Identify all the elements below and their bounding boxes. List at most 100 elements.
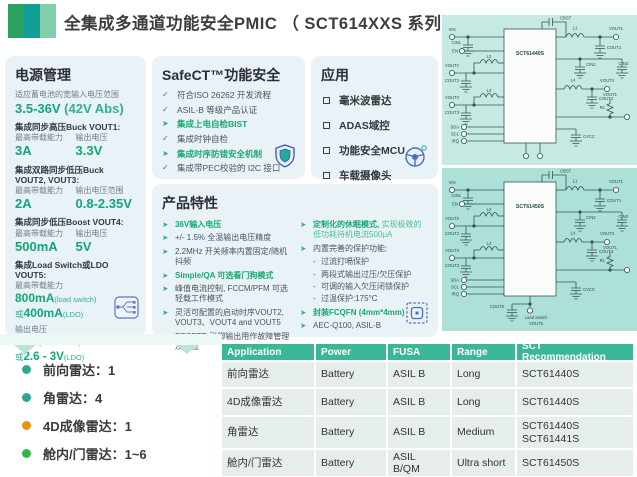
check-icon: ✓ [162,104,169,114]
list-item: -过流打嗝保护 [313,257,369,267]
list-item: 车载摄像头 [323,168,428,183]
net-label: VIN [449,27,456,32]
spec-label: 最高带载能力 [15,281,63,291]
net-label: CIN2 [586,62,596,67]
schematic-diagram-sct61450s: SCT61450S VIN CIN1 EN VOUT2 COUT2 L2 VOU… [445,169,630,326]
circuit-icon [114,296,139,324]
table-cell: 舱内/门雷达 [222,450,314,476]
spec-label: 输出电压 [75,133,108,143]
table-cell: Long [452,362,515,387]
arrow-icon: ➤ [162,307,169,317]
square-bullet-icon [323,97,330,104]
net-label: L4 [571,231,576,236]
arrow-icon: ➤ [300,243,307,253]
net-label: CIN1 [451,40,461,45]
panel-title: SafeCT™功能安全 [162,67,281,83]
net-label: VOUT1 [609,179,624,184]
spec-label: 输出电压 [15,325,47,335]
net-label: CBST [560,16,572,21]
net-label: COUT4 [599,96,614,101]
square-bullet-icon [323,147,330,154]
list-item: ADAS域控 [323,118,428,133]
net-label: COUT5 [490,304,505,309]
arrow-icon: ➤ [162,283,169,293]
net-label: L2 [487,54,492,59]
spec-value: 3.3V [75,143,103,159]
square-bullet-icon [323,122,330,129]
net-label: CVCC [583,287,595,292]
schematic-block-1: SCT61440S VIN CIN1 EN VOUT2 COUT2 L2 VOU… [442,15,637,165]
net-label: VOUT3 [445,95,460,100]
table-cell: Battery [316,450,386,476]
list-item: ➤2.2MHz 开关频率内置固定/随机抖频 [162,246,288,267]
input-range-label: 适应蓄电池的宽输入电压范围 [15,90,119,99]
net-label: L3 [487,88,492,93]
list-item: ✓ASIL-B 等级产品认证 [162,104,258,115]
table-cell: Battery [316,417,386,448]
net-label: SDA [450,125,459,130]
net-label: EN [452,202,458,207]
list-item: ✓集成带PEC校验的 I2C 接口 [162,163,281,174]
net-label: VOUT1 [609,26,624,31]
list-item: ➤灵活可配置的启动时序VOUT2, VOUT3、VOUT4 and VOUT5 [162,307,284,328]
value: 3.5-36V [15,101,61,116]
list-item: ➤峰值电流控制, FCCM/PFM 可选轻载工作模式 [162,283,288,304]
table-cell: Battery [316,389,386,415]
table-header-cell: Range [452,344,515,360]
spec-value: 3A [15,143,32,159]
table-header-cell: Power [316,344,386,360]
list-item: ➤定制化的休眠模式, 实现极致的低功耗待机电流500μA [300,220,422,240]
bullet-dot-icon [22,420,31,430]
net-label: VIN [449,180,456,185]
arrow-icon: ➤ [300,307,307,317]
net-label: COUT1 [607,45,622,50]
bullet-dot-icon [22,364,31,374]
check-icon: ✓ [162,163,169,173]
list-item: 4D成像雷达：1 [22,418,147,434]
list-item: ✓集成时钟自检 [162,133,229,144]
net-label: COUT3 [445,110,460,115]
table-cell: ASIL B [388,362,450,387]
bullet-dot-icon [22,392,31,402]
list-item: -过温保护:175°C [313,294,378,304]
check-icon: ✓ [162,90,169,99]
value: 400mA [23,306,63,321]
vout5-spec: 集成Load Switch或LDO VOUT5: 最高带载能力 800mA(lo… [15,260,136,364]
net-label: IRQ [452,139,460,144]
spec-label: 最高带载能力 [15,228,63,238]
list-item: ✓符合ISO 26262 开发流程 [162,90,272,100]
chip-icon [405,301,429,330]
logo-stripe [8,4,24,38]
spec-value: 5V [75,238,92,254]
net-label: COUT1 [607,198,622,203]
spec-heading: 集成双路同步低压Buck VOUT2, VOUT3: [15,164,104,185]
table-cell: Ultra short [452,450,515,476]
chip-label: SCT61450S [516,204,545,210]
value: 800mA [15,291,55,306]
value-suffix: (LDO) [62,310,84,320]
square-bullet-icon [323,172,330,179]
value-suffix: (LDO) [63,352,85,362]
spec-label: 输出电压 [75,228,108,238]
net-label: L4 [571,78,576,83]
net-label: CIN2 [586,215,596,220]
list-item: ➤内置完善的保护功能: [300,243,388,253]
table-cell: SCT61440S [517,362,633,387]
net-label: SDA [450,278,459,283]
brand-logo [8,4,56,38]
steering-wheel-icon [404,144,428,173]
spec-label: 最高带载能力 [15,133,63,143]
list-item: ➤36V输入电压 [162,220,222,229]
arrow-icon: ➤ [162,220,169,229]
net-label: VOUT4 [600,78,615,83]
panel-safect: SafeCT™功能安全 ✓符合ISO 26262 开发流程 ✓ASIL-B 等级… [152,56,305,179]
pointer-triangle [14,345,36,354]
schematic-diagram-sct61440s: SCT61440S VIN CIN1 EN VOUT2 COUT2 L2 VOU… [445,16,630,159]
net-label: SCL [451,285,460,290]
recommendation-table: Application Power FUSA Range SCT Recomme… [222,341,633,476]
net-label: L3 [487,241,492,246]
spec-value: 或400mA(LDO) [15,306,136,321]
radar-count-list: 前向雷达：1 角雷达：4 4D成像雷达：1 舱内/门雷达：1~6 [22,362,147,474]
pointer-triangle [176,345,198,354]
